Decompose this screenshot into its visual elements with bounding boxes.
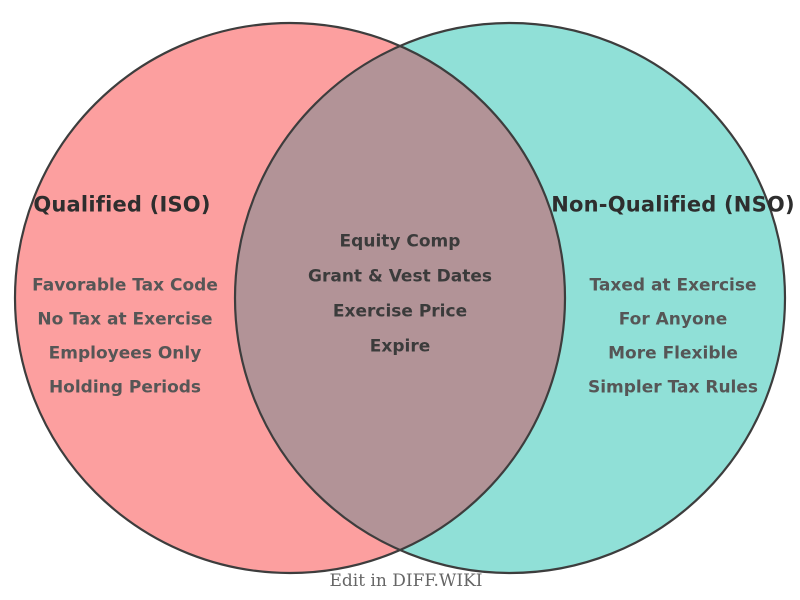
left-item: Holding Periods [48,377,202,398]
left-circle-title: Qualified (ISO) [33,192,211,217]
overlap-item: Expire [369,336,431,357]
overlap-item: Exercise Price [332,301,468,322]
left-item: Employees Only [48,343,202,364]
right-item: More Flexible [608,343,738,364]
overlap-item: Equity Comp [339,231,461,252]
left-circle-outline [13,21,567,575]
overlap-item: Grant & Vest Dates [308,266,492,287]
right-item: Taxed at Exercise [589,275,757,296]
left-item: Favorable Tax Code [32,275,218,296]
left-item: No Tax at Exercise [37,309,213,330]
right-circle-outline [233,21,787,575]
right-item: Simpler Tax Rules [587,377,759,398]
edit-link[interactable]: Edit in DIFF.WIKI [329,571,483,591]
right-item: For Anyone [618,309,728,330]
right-circle-title: Non-Qualified (NSO) [551,192,795,217]
overlap-region [235,46,565,550]
